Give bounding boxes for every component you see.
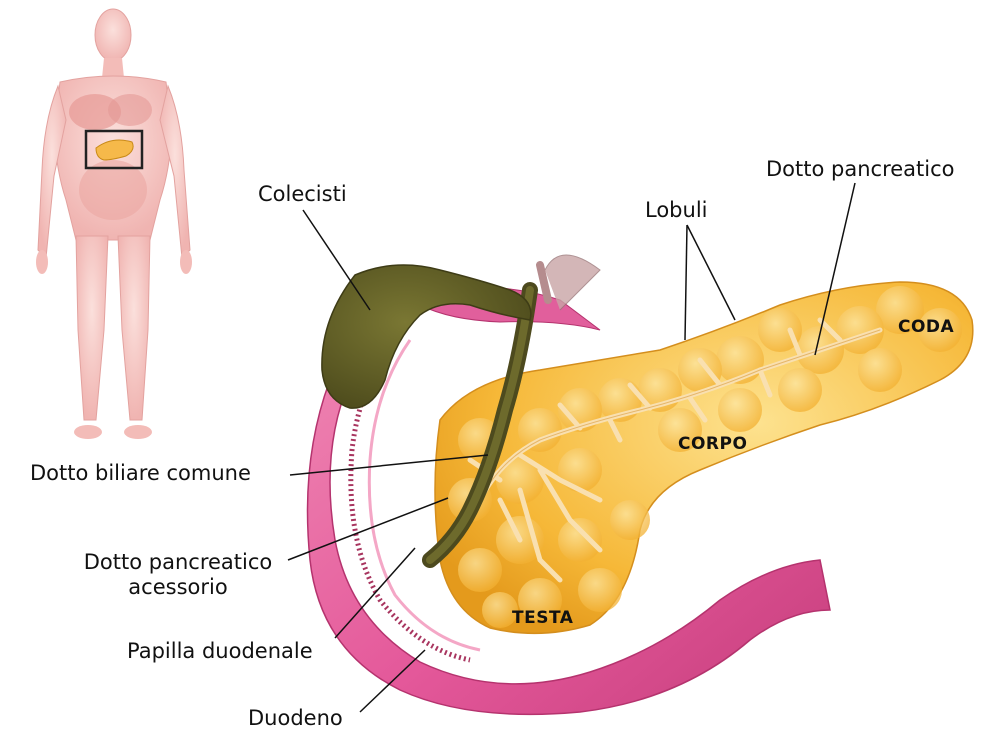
region-coda: CODA [898, 317, 955, 337]
label-dotto-biliare-comune: Dotto biliare comune [30, 461, 251, 485]
label-papilla-duodenale: Papilla duodenale [127, 639, 313, 663]
human-body-figure [36, 8, 192, 439]
common-bile-duct [422, 254, 601, 568]
label-colecisti: Colecisti [258, 182, 347, 206]
region-corpo: CORPO [678, 434, 748, 454]
label-dotto-pancreatico: Dotto pancreatico [766, 157, 955, 181]
label-dotto-accessorio-line1: Dotto pancreatico [83, 550, 273, 574]
label-duodeno: Duodeno [248, 706, 343, 730]
zoom-box [84, 129, 144, 170]
leader-lines [287, 182, 856, 713]
label-dotto-accessorio-line2: acessorio [128, 575, 228, 599]
label-dotto-pancreatico-accessorio: Dotto pancreatico acessorio [68, 550, 288, 600]
label-lobuli: Lobuli [645, 198, 708, 222]
region-testa: TESTA [512, 608, 574, 628]
gallbladder [321, 264, 532, 409]
